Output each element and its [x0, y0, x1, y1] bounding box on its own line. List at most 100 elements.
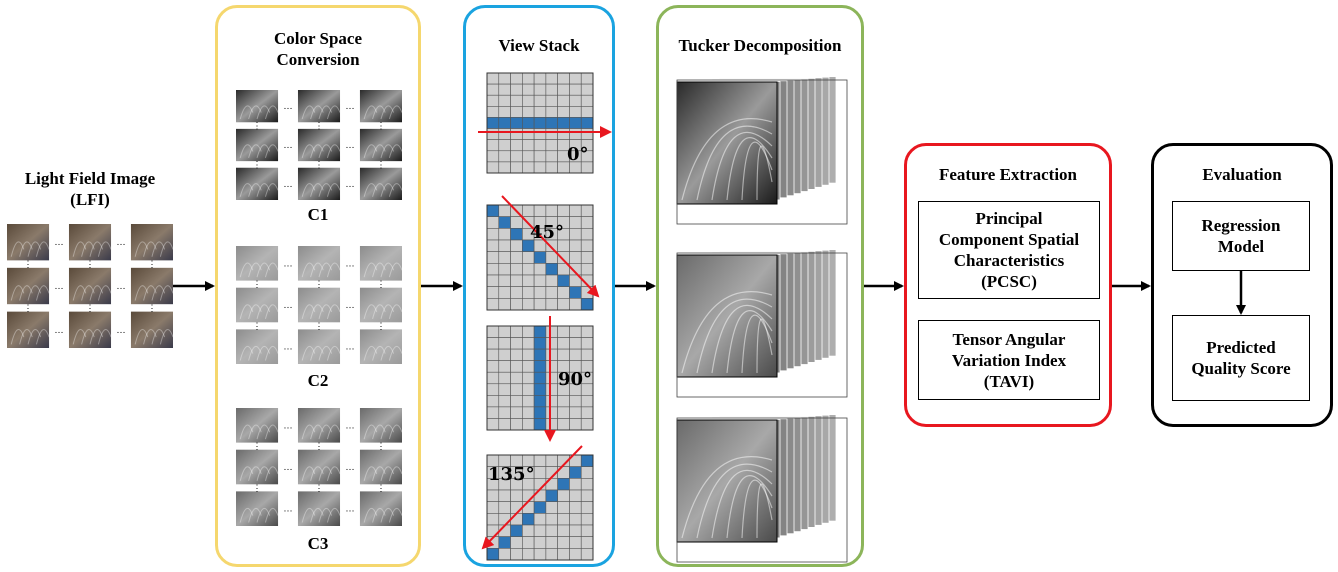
texture-stroke	[256, 144, 271, 159]
texture-stroke	[264, 424, 279, 440]
texture-stroke	[380, 507, 395, 523]
texture-stroke	[72, 329, 87, 345]
texture-stroke	[388, 424, 403, 440]
texture-stroke	[388, 304, 403, 319]
texture-stroke	[159, 329, 174, 345]
channel-c3-label: C3	[307, 534, 329, 553]
texture-stroke	[72, 285, 87, 301]
texture-stroke	[310, 262, 324, 278]
texture-stroke	[301, 345, 316, 361]
tucker-stack-3	[676, 414, 848, 563]
vertical-ellipsis-mark: ⋮	[315, 321, 324, 331]
color-space-panel	[215, 5, 421, 567]
texture-stroke	[326, 183, 341, 197]
view-tile	[359, 408, 402, 443]
ellipsis-mark: …	[116, 237, 125, 247]
vertical-ellipsis-mark: ⋮	[253, 159, 262, 169]
texture-stroke	[264, 262, 279, 278]
tucker-stack-1	[676, 76, 848, 225]
angle-135-label: 135°	[488, 464, 535, 485]
texture-stroke	[363, 144, 378, 159]
texture-stroke	[372, 262, 386, 278]
texture-stroke	[97, 241, 112, 257]
evaluation-panel	[1151, 143, 1333, 427]
ellipsis-mark: …	[55, 325, 64, 335]
stack-frame	[676, 252, 848, 398]
feature-extraction-title: Feature Extraction	[938, 165, 1077, 184]
ellipsis-mark: …	[284, 342, 293, 352]
vertical-ellipsis-mark: ⋮	[376, 279, 385, 289]
texture-stroke	[27, 285, 42, 301]
view-tile	[236, 408, 279, 443]
texture-stroke	[380, 105, 395, 120]
texture-stroke	[372, 183, 386, 197]
predicted-score-box: Predicted Quality Score	[1172, 315, 1310, 401]
vertical-ellipsis-mark: ⋮	[315, 279, 324, 289]
texture-stroke	[696, 125, 773, 201]
view-tile	[236, 90, 279, 123]
feature-extraction-panel	[904, 143, 1112, 427]
view-tile	[359, 329, 402, 364]
view-tile	[359, 491, 402, 526]
pcsc-feature-box: Principal Component Spatial Characterist…	[918, 201, 1100, 299]
texture-stroke	[681, 118, 773, 201]
texture-stroke	[256, 304, 271, 319]
texture-stroke	[248, 466, 262, 481]
angle-0-label: 0°	[567, 144, 589, 165]
texture-stroke	[756, 145, 773, 201]
texture-stroke	[310, 105, 324, 120]
texture-stroke	[363, 105, 378, 120]
texture-stroke	[326, 304, 341, 319]
texture-stroke	[301, 507, 316, 523]
texture-stroke	[159, 285, 174, 301]
texture-stroke	[726, 137, 773, 201]
texture-stroke	[388, 507, 403, 523]
view-tile	[359, 246, 402, 281]
texture-stroke	[134, 285, 149, 301]
vertical-ellipsis-mark: ⋮	[253, 441, 262, 451]
ellipsis-mark: …	[284, 504, 293, 514]
ellipsis-mark: …	[345, 342, 354, 352]
view-stack-title: View Stack	[498, 36, 580, 55]
grid-90deg	[486, 325, 594, 431]
view-tile	[236, 491, 279, 526]
ellipsis-mark: …	[55, 237, 64, 247]
texture-stroke	[318, 345, 333, 361]
texture-stroke	[326, 144, 341, 159]
texture-stroke	[239, 105, 254, 120]
vertical-ellipsis-mark: ⋮	[376, 483, 385, 493]
texture-stroke	[264, 105, 279, 120]
texture-stroke	[318, 424, 333, 440]
grid-0deg	[486, 72, 594, 174]
texture-stroke	[264, 144, 279, 159]
c1-mosaic: ………………⋮⋮⋮⋮⋮⋮	[236, 90, 403, 200]
texture-stroke	[301, 183, 316, 197]
view-tile	[68, 311, 112, 348]
texture-stroke	[363, 507, 378, 523]
ellipsis-mark: …	[284, 300, 293, 310]
texture-stroke	[256, 105, 271, 120]
texture-stroke	[310, 424, 324, 440]
texture-stroke	[27, 329, 42, 345]
texture-stroke	[248, 424, 262, 440]
view-tile	[68, 224, 112, 261]
texture-stroke	[10, 285, 25, 301]
arrow-45deg	[501, 195, 600, 298]
texture-stroke	[89, 241, 104, 257]
texture-stroke	[372, 466, 386, 481]
view-tile	[297, 90, 341, 123]
tucker-stack-2	[676, 249, 848, 398]
texture-stroke	[239, 144, 254, 159]
vertical-ellipsis-mark: ⋮	[376, 321, 385, 331]
texture-stroke	[134, 241, 149, 257]
texture-stroke	[681, 291, 773, 374]
color-space-title: Color Space Conversion	[274, 29, 362, 69]
texture-stroke	[326, 105, 341, 120]
texture-stroke	[239, 345, 254, 361]
ellipsis-mark: …	[116, 281, 125, 291]
texture-stroke	[81, 241, 95, 257]
texture-stroke	[711, 304, 773, 374]
texture-stroke	[81, 329, 95, 345]
texture-stroke	[143, 329, 157, 345]
texture-stroke	[380, 424, 395, 440]
